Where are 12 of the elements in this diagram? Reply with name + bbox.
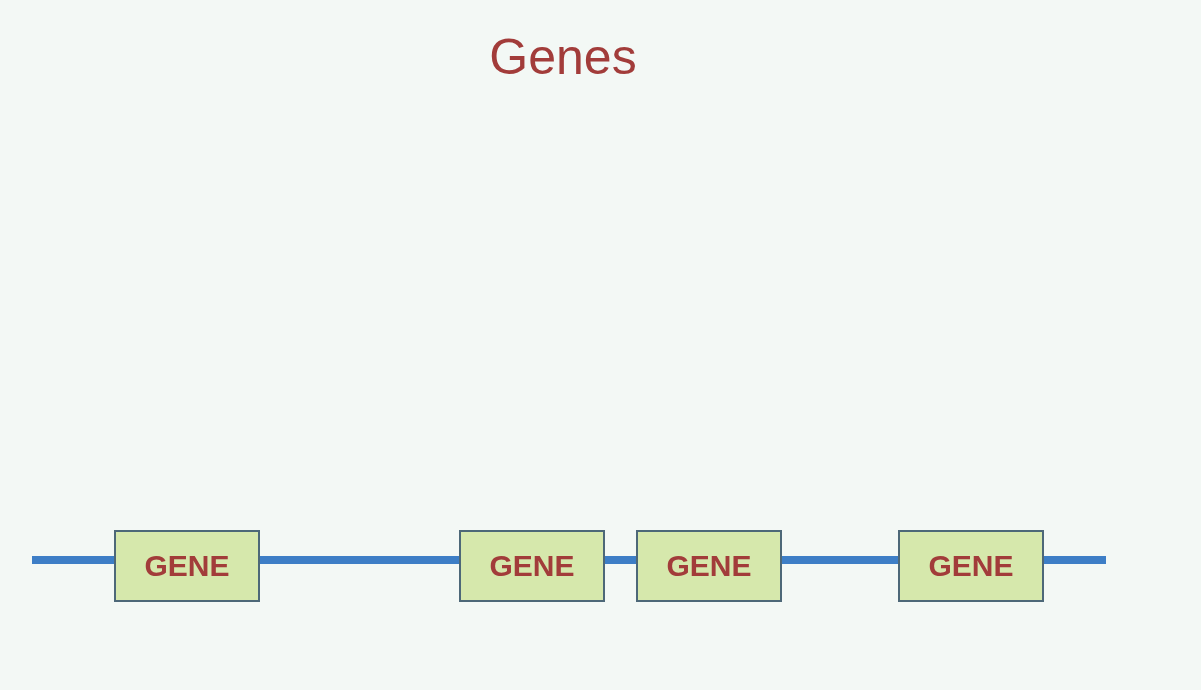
gene-box bbox=[459, 530, 605, 602]
title: Genes bbox=[488, 28, 638, 86]
dna-strand bbox=[782, 556, 898, 564]
gene-label: GENE bbox=[928, 549, 1014, 583]
gene-label: GENE bbox=[489, 549, 575, 583]
gene-label: GENE bbox=[144, 549, 230, 583]
gene-label: GENE bbox=[666, 549, 752, 583]
gene-box bbox=[114, 530, 260, 602]
gene-box bbox=[636, 530, 782, 602]
dna-strand bbox=[260, 556, 459, 564]
dna-strand bbox=[605, 556, 636, 564]
gene-box bbox=[898, 530, 1044, 602]
